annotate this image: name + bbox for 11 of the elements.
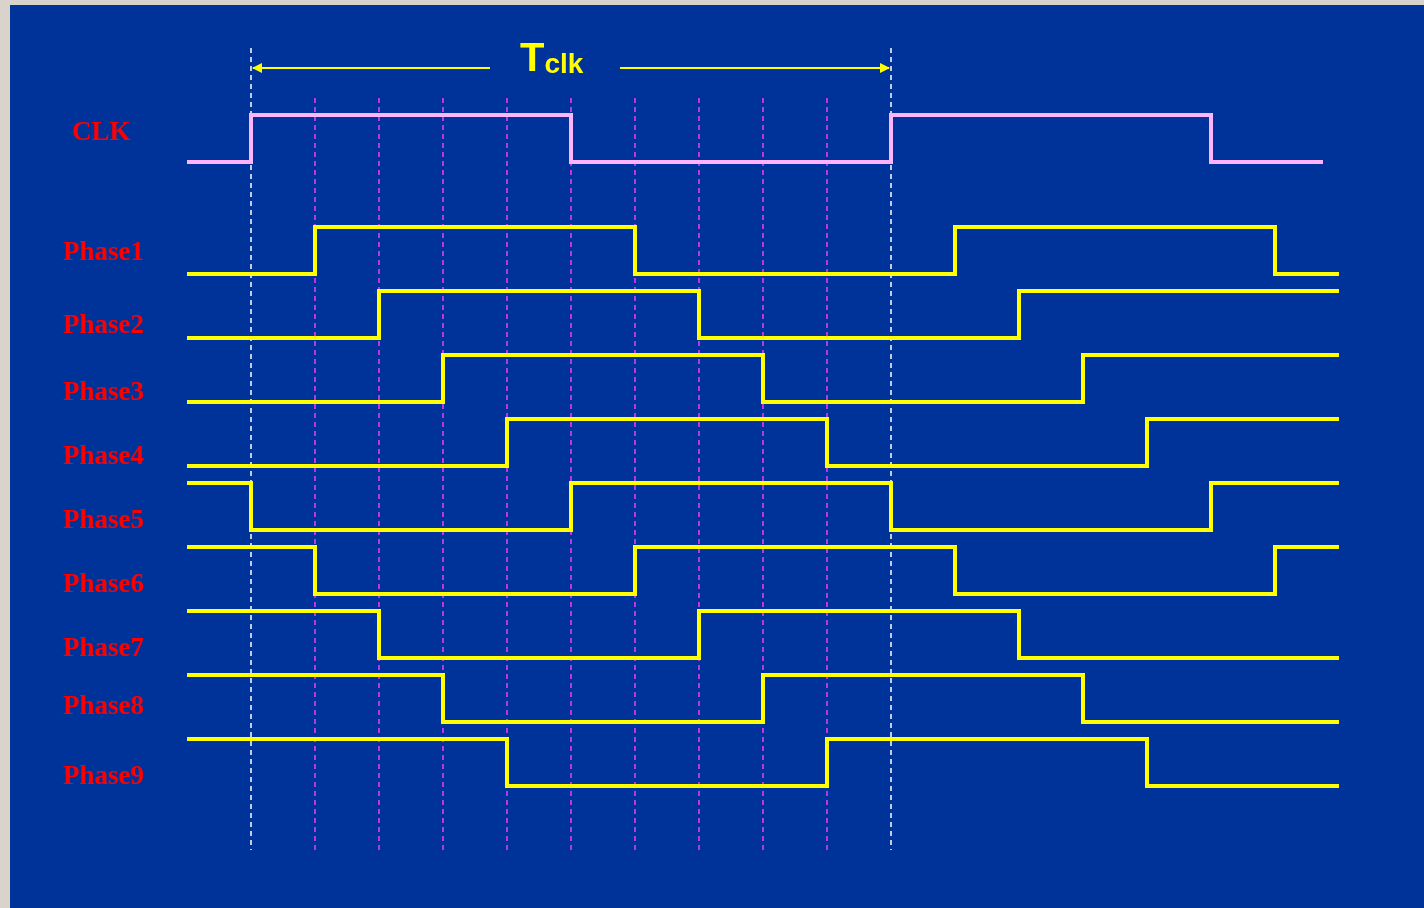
signal-label: Phase5 (63, 504, 144, 534)
signal-label: CLK (72, 116, 131, 146)
signal-label: Phase3 (63, 376, 144, 406)
signal-label: Phase6 (63, 568, 144, 598)
signal-label: Phase2 (63, 309, 144, 339)
period-label: T$_{clk}$ (520, 35, 584, 81)
signal-label: Phase1 (63, 236, 144, 266)
signal-label: Phase9 (63, 760, 144, 790)
signal-label: Phase7 (63, 632, 144, 662)
signal-label: Phase8 (63, 690, 144, 720)
signal-label: Phase4 (63, 440, 144, 470)
